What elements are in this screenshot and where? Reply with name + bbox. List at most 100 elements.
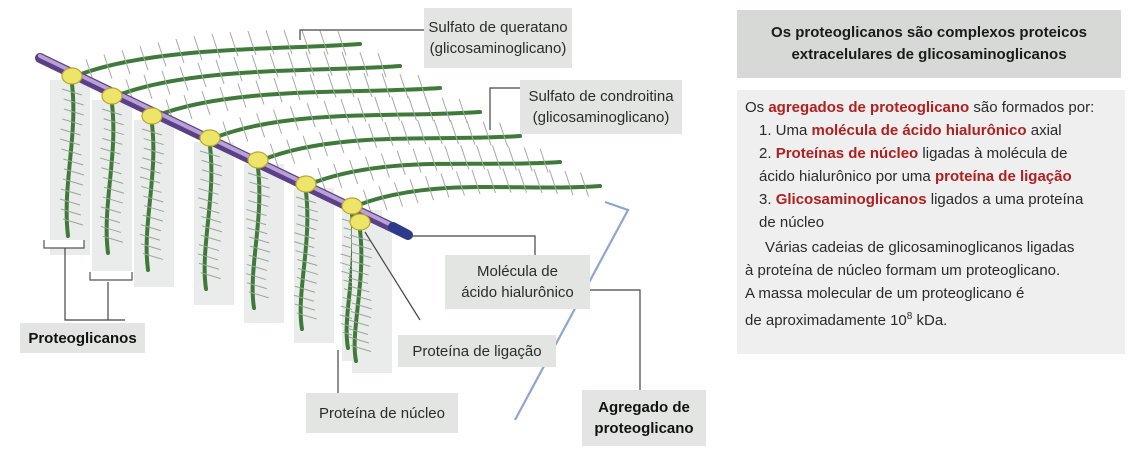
leader-queratano xyxy=(299,29,430,40)
gag-chain xyxy=(121,50,131,75)
panel-line-6: de núcleo xyxy=(759,214,825,231)
gag-chain xyxy=(323,51,333,76)
gag-chain xyxy=(333,163,343,189)
gag-chain xyxy=(141,185,162,193)
gag-chain xyxy=(319,30,329,55)
gag-chain xyxy=(363,72,373,98)
gag-chain xyxy=(103,54,113,79)
gag-chain xyxy=(229,32,239,57)
gag-chain xyxy=(248,291,269,299)
gag-chain xyxy=(466,120,476,145)
gag-chain xyxy=(175,38,185,64)
gag-chain xyxy=(378,185,388,211)
gag-chain xyxy=(301,30,311,55)
gag-chain xyxy=(357,97,367,122)
gag-chain xyxy=(246,263,268,271)
core-protein-down xyxy=(352,228,364,363)
gag-chain xyxy=(103,186,125,194)
gag-chain xyxy=(139,45,149,71)
gag-chain xyxy=(349,285,370,293)
label-agregado-line1: Agregado de xyxy=(598,399,690,416)
panel-line-2c: axial xyxy=(1026,122,1062,139)
gag-chain xyxy=(289,106,299,131)
gag-chain xyxy=(249,245,271,253)
gag-chain xyxy=(381,73,391,98)
gag-chain xyxy=(142,252,163,260)
gag-chain xyxy=(471,169,481,195)
gag-chain xyxy=(197,197,219,205)
gag-chain xyxy=(247,227,268,235)
gag-chain xyxy=(143,195,164,203)
gag-chain xyxy=(417,119,427,145)
gag-chain xyxy=(384,121,394,147)
gag-chain xyxy=(249,236,270,244)
gag-chain xyxy=(305,51,315,76)
gag-chain xyxy=(433,119,443,145)
gag-chain xyxy=(247,172,269,180)
aggregate-bracket xyxy=(514,200,630,421)
gag-chain xyxy=(103,177,124,184)
panel-line-1c: são formados por: xyxy=(969,99,1095,116)
gag-chain xyxy=(239,117,249,142)
panel-line-7: Várias cadeias de glicosaminoglicanos li… xyxy=(765,239,1075,256)
link-protein-icon xyxy=(199,129,221,147)
gag-chain xyxy=(183,94,193,120)
core-proteins xyxy=(50,29,602,373)
gag-chain xyxy=(100,147,121,155)
panel-line-1a: Os xyxy=(745,99,769,116)
gag-chain xyxy=(351,243,372,250)
gag-chain xyxy=(456,171,465,196)
label-condroitina-line2: (glicosaminoglicano) xyxy=(532,109,670,126)
gag-chain xyxy=(139,233,161,241)
gag-chain xyxy=(327,73,337,98)
gag-chain xyxy=(237,83,247,108)
link-protein-icon xyxy=(141,107,163,125)
gag-chain xyxy=(161,70,171,95)
gag-chain xyxy=(142,214,163,222)
core-protein-right xyxy=(212,110,482,140)
gag-chain xyxy=(287,52,297,77)
gag-chain xyxy=(391,96,401,121)
panel-line-1: Os agregados de proteoglicano são formad… xyxy=(745,98,1094,118)
gag-chain xyxy=(424,96,434,122)
gag-chain xyxy=(62,118,83,126)
gag-chain xyxy=(143,138,164,146)
gag-chain xyxy=(348,268,369,276)
gag-chain xyxy=(396,150,406,175)
gag-chain xyxy=(425,175,434,201)
gag-chain xyxy=(60,128,81,136)
leader-hialuronico xyxy=(410,235,536,262)
gag-chain xyxy=(458,98,468,124)
gag-chain xyxy=(265,30,275,55)
gag-chain xyxy=(349,234,371,242)
gag-chain xyxy=(102,196,123,204)
gag-chain xyxy=(351,302,373,310)
panel-line-9: A massa molecular de um proteoglicano é xyxy=(745,285,1025,302)
gag-chain xyxy=(197,253,219,261)
gag-chain xyxy=(199,150,221,158)
gag-chain xyxy=(60,188,82,196)
label-hialuronico-line1: Molécula de xyxy=(477,263,558,280)
gag-chain xyxy=(400,120,410,145)
gag-chain xyxy=(61,88,83,96)
gag-chain xyxy=(59,138,81,146)
gag-chain xyxy=(142,157,163,165)
gag-chain xyxy=(140,166,161,174)
gag-chain xyxy=(59,198,81,206)
gag-chain xyxy=(201,169,222,177)
gag-chain xyxy=(297,259,318,266)
gag-chain xyxy=(412,148,422,173)
gag-chain xyxy=(249,190,270,198)
gag-chain xyxy=(103,118,124,126)
gag-chain xyxy=(351,251,372,259)
gag-chain xyxy=(296,276,317,284)
gag-chain xyxy=(296,312,317,320)
label-proteina-ligacao: Proteína de ligação xyxy=(398,335,556,367)
gag-chain xyxy=(198,262,220,270)
core-protein-right xyxy=(354,184,602,208)
gag-chain xyxy=(143,147,164,155)
gag-chain xyxy=(341,51,351,76)
gag-chain xyxy=(323,100,333,126)
gag-chain xyxy=(417,74,427,100)
link-protein-icon xyxy=(349,213,371,231)
